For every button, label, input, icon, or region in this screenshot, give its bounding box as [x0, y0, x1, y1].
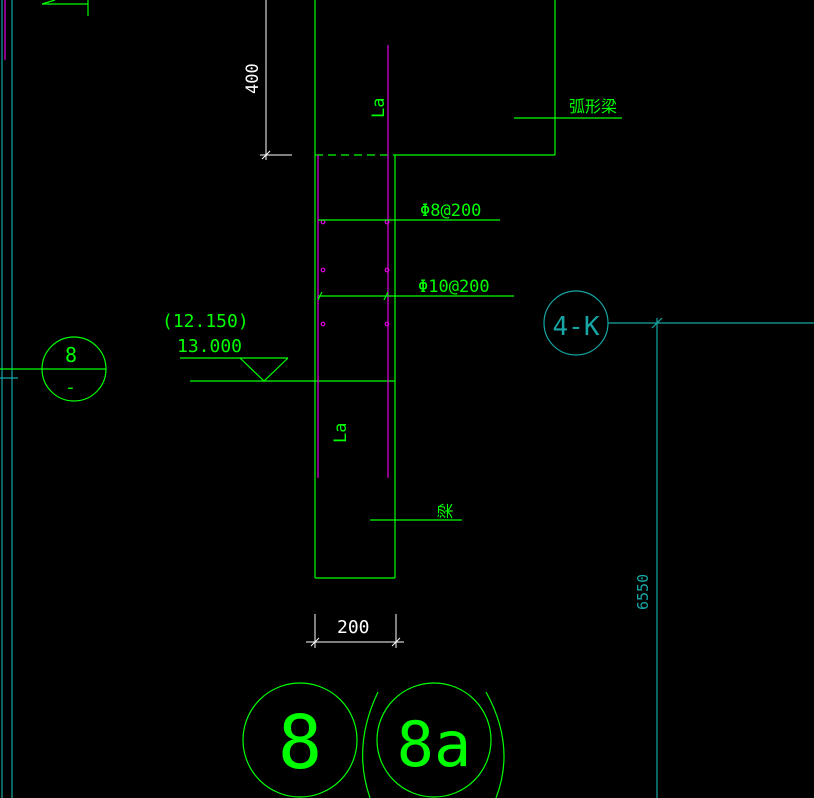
dimension-6550-text: 6550 — [634, 574, 652, 610]
rebar-dots — [320, 219, 390, 327]
rebars — [317, 45, 389, 478]
axis-bubble-large-a-text: 8 — [278, 700, 323, 786]
stirrup-leaders — [317, 219, 514, 301]
dimension-400-text: 400 — [243, 63, 263, 94]
axis-bubble-large — [242, 682, 505, 798]
elevation-bracket-text: (12.150) — [162, 311, 249, 332]
axis-bubble-small-number: 8 — [65, 343, 77, 367]
left-border-lines — [0, 0, 18, 798]
anchorage-label-bottom: La — [331, 423, 351, 443]
dimension-200 — [306, 614, 404, 648]
axis-bubble-large-b-text: 8a — [397, 708, 472, 781]
arc-beam-label: 弧形梁 — [569, 97, 617, 116]
column-body — [190, 0, 462, 579]
arc-beam-outline — [395, 0, 622, 156]
top-left-arrow — [41, 0, 89, 16]
grid-bubble-4k — [543, 290, 609, 356]
axis-bubble-small — [0, 336, 107, 402]
dimension-400 — [260, 0, 292, 160]
grid-bubble-4k-text: 4-K — [553, 312, 600, 342]
dimension-6550 — [608, 317, 814, 798]
beam-label: 梁 — [436, 503, 455, 519]
stirrup-lower-text: Φ10@200 — [418, 277, 490, 297]
elevation-value-text: 13.000 — [177, 336, 242, 357]
dimension-200-text: 200 — [337, 617, 370, 638]
anchorage-label-top: La — [369, 98, 389, 118]
stirrup-upper-text: Φ8@200 — [420, 201, 481, 221]
elevation-marker — [180, 357, 289, 382]
axis-bubble-small-sub: - — [65, 377, 76, 398]
